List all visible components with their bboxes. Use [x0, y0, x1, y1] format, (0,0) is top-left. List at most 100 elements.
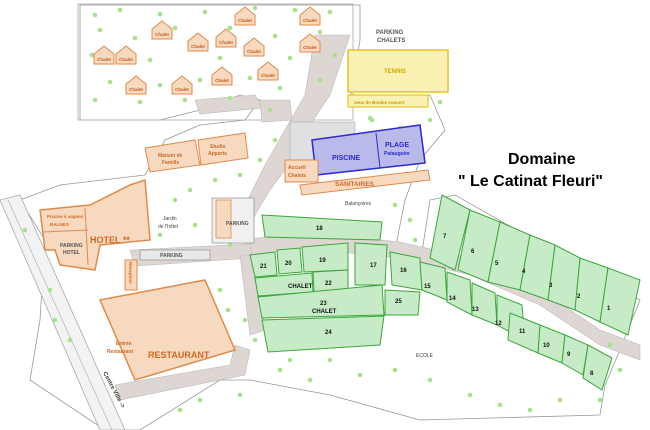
- tree: [272, 137, 278, 143]
- jardin-label-2: de l'hôtel: [158, 224, 178, 230]
- plot-13: [471, 282, 498, 326]
- tree: [227, 242, 233, 248]
- chalet-a-label: CHALET: [288, 284, 313, 290]
- tree: [117, 7, 123, 13]
- plot-1: [599, 267, 641, 336]
- parking-mid-inner: [215, 199, 232, 239]
- plot-23: [257, 284, 385, 319]
- parking-lower-label: PARKING: [160, 253, 183, 259]
- chalet-label: Chalet: [303, 18, 317, 23]
- piscine-hotel-label-2: BALNEO: [50, 222, 69, 227]
- studio-apparts: [197, 132, 249, 166]
- tree: [527, 407, 533, 413]
- tree: [252, 5, 258, 11]
- chalet-label: Chalet: [247, 49, 261, 54]
- studio-label-1: Studio: [210, 144, 226, 150]
- plot-number-3: 3: [549, 283, 553, 289]
- plot-number-17: 17: [370, 263, 377, 269]
- plot-number-7: 7: [443, 234, 447, 240]
- tree: [202, 9, 208, 15]
- tree: [292, 7, 298, 13]
- tree: [147, 57, 153, 63]
- restaurant-label: RESTAURANT: [148, 350, 210, 360]
- plot-number-23: 23: [320, 301, 327, 307]
- sanitaires: [299, 169, 431, 196]
- chalet-icon: Chalet: [211, 66, 233, 86]
- restaurant: [98, 279, 237, 381]
- tree: [597, 397, 603, 403]
- tree: [182, 97, 188, 103]
- piscine-label: PISCINE: [332, 155, 360, 162]
- plot-number-1: 1: [607, 306, 611, 312]
- plot-number-16: 16: [400, 268, 407, 274]
- plot-number-21: 21: [260, 264, 267, 270]
- plage-label: PLAGE: [385, 142, 409, 149]
- tree: [607, 342, 613, 348]
- plot-14: [446, 271, 473, 316]
- tree: [307, 377, 313, 383]
- tennis-court: [347, 49, 449, 93]
- parking-hotel-label-1: PARKING: [60, 243, 83, 249]
- hotel-label: HOTEL **: [90, 235, 130, 245]
- tree: [277, 367, 283, 373]
- tree: [407, 217, 413, 223]
- plot-number-4: 4: [522, 269, 526, 275]
- tree: [157, 232, 163, 238]
- tree: [412, 237, 418, 243]
- tree: [197, 77, 203, 83]
- tree: [332, 52, 338, 58]
- tree: [369, 117, 375, 123]
- jardin-label-1: Jardin: [163, 216, 177, 222]
- sanitaires-label: SANITAIRES: [335, 181, 375, 188]
- tree: [392, 367, 398, 373]
- parking-lower: [139, 249, 211, 261]
- tree: [392, 202, 398, 208]
- boules-court: [347, 94, 429, 108]
- chalet-icon: Chalet: [115, 45, 137, 65]
- chalet-label: Chalet: [175, 87, 189, 92]
- tree: [427, 377, 433, 383]
- tree: [97, 27, 103, 33]
- plot-21: [249, 251, 278, 278]
- plot-number-9: 9: [567, 352, 571, 358]
- reception-label: Réception: [128, 262, 133, 284]
- balancoires-label: Balançoires: [345, 201, 372, 207]
- tree: [107, 79, 113, 85]
- tennis-label: TENNIS: [384, 69, 406, 75]
- road-line: [7, 199, 113, 430]
- tree: [187, 187, 193, 193]
- chalet-label: Chalet: [191, 44, 205, 49]
- chalet-label: Chalet: [219, 40, 233, 45]
- campsite-plots: [249, 194, 641, 391]
- tree: [137, 99, 143, 105]
- tree: [357, 372, 363, 378]
- plot-20: [276, 247, 303, 275]
- plot-number-22: 22: [325, 281, 332, 287]
- accueil-label-1: Accueil: [288, 165, 306, 171]
- tree: [92, 12, 98, 18]
- tree: [22, 227, 28, 233]
- plot-number-14: 14: [449, 296, 456, 302]
- tree: [557, 397, 563, 403]
- chalet-icon: Chalet: [299, 6, 321, 26]
- chalet-label: Chalet: [129, 87, 143, 92]
- tree: [327, 9, 333, 15]
- chalet-icon: Chalet: [151, 20, 173, 40]
- maison-de-famille: [144, 139, 201, 173]
- tree: [267, 107, 273, 113]
- pool-divider: [375, 132, 381, 169]
- tree: [467, 392, 473, 398]
- tree: [89, 52, 95, 58]
- chalet-label: Chalet: [155, 32, 169, 37]
- plot-number-12: 12: [495, 321, 502, 327]
- tree: [277, 85, 283, 91]
- chalet-label: Chalet: [303, 45, 317, 50]
- hotel-divider: [84, 207, 89, 266]
- tree: [52, 317, 58, 323]
- chalet-label: Chalet: [119, 57, 133, 62]
- parking-hotel-label-2: HOTEL: [63, 250, 80, 256]
- tree: [225, 307, 231, 313]
- parking-chalets-label-1: PARKING: [376, 30, 404, 36]
- tree: [427, 117, 433, 123]
